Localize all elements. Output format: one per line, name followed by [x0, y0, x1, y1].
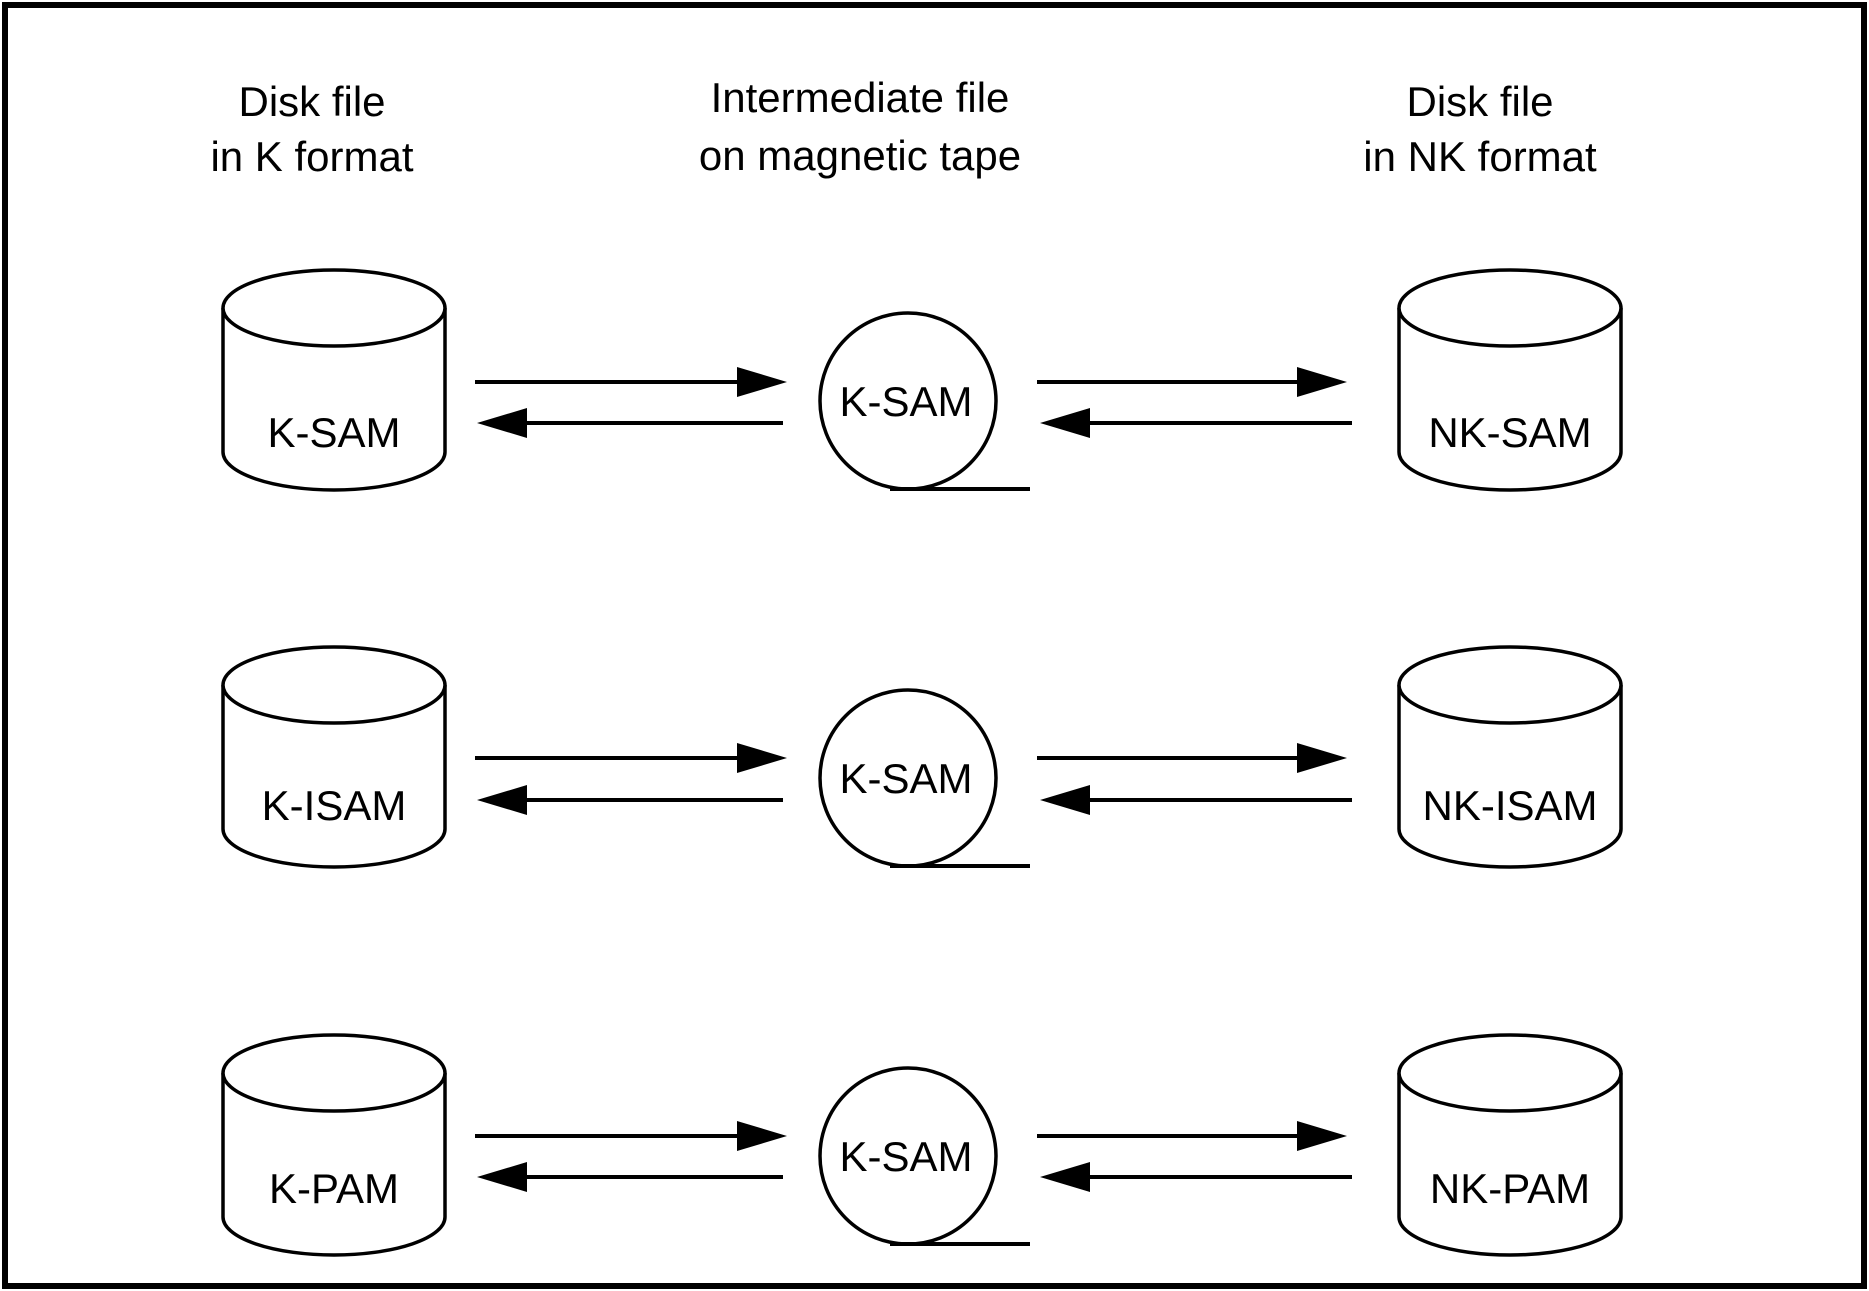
target-disk-cylinder-body [1397, 308, 1623, 492]
target-disk-cylinder-top [1397, 645, 1623, 725]
arrow-tape-to-target-head [1297, 367, 1347, 397]
source-disk-cylinder-top [221, 1033, 447, 1113]
target-disk-cylinder-body [1397, 685, 1623, 869]
arrow-target-to-tape-head [1040, 785, 1090, 815]
column-header-tape-line2: on magnetic tape [699, 132, 1021, 179]
tape-label: K-SAM [839, 1133, 972, 1180]
arrow-target-to-tape-head [1040, 408, 1090, 438]
target-disk-label: NK-PAM [1430, 1165, 1590, 1212]
tape-label: K-SAM [839, 378, 972, 425]
arrow-target-to-tape-head [1040, 1162, 1090, 1192]
arrow-disk-to-tape-head [737, 743, 787, 773]
source-disk-cylinder-top [221, 268, 447, 348]
column-header-source-line1: Disk file [238, 78, 385, 125]
target-disk-label: NK-SAM [1428, 409, 1591, 456]
source-disk-label: K-ISAM [262, 782, 407, 829]
column-header-target-line1: Disk file [1406, 78, 1553, 125]
column-header-tape-line1: Intermediate file [711, 74, 1010, 121]
source-disk-label: K-PAM [269, 1165, 399, 1212]
target-disk-label: NK-ISAM [1422, 782, 1597, 829]
arrow-tape-to-disk-head [477, 408, 527, 438]
target-disk-cylinder-body [1397, 1073, 1623, 1257]
tape-label: K-SAM [839, 755, 972, 802]
source-disk-cylinder-body [221, 685, 447, 869]
source-disk-cylinder-body [221, 1073, 447, 1257]
arrow-disk-to-tape-head [737, 367, 787, 397]
conversion-row-sam: K-SAM K-SAM NK-SAM [221, 268, 1623, 492]
arrow-tape-to-target-head [1297, 743, 1347, 773]
column-header-target-line2: in NK format [1363, 133, 1597, 180]
arrow-tape-to-target-head [1297, 1121, 1347, 1151]
target-disk-cylinder-top [1397, 268, 1623, 348]
arrow-disk-to-tape-head [737, 1121, 787, 1151]
source-disk-label: K-SAM [267, 409, 400, 456]
source-disk-cylinder-body [221, 308, 447, 492]
target-disk-cylinder-top [1397, 1033, 1623, 1113]
column-headers: Disk file in K format Intermediate file … [210, 74, 1597, 180]
arrow-tape-to-disk-head [477, 785, 527, 815]
arrow-tape-to-disk-head [477, 1162, 527, 1192]
source-disk-cylinder-top [221, 645, 447, 725]
conversion-row-pam: K-PAM K-SAM NK-PAM [221, 1033, 1623, 1257]
column-header-source-line2: in K format [210, 133, 413, 180]
conversion-row-isam: K-ISAM K-SAM NK-ISAM [221, 645, 1623, 869]
